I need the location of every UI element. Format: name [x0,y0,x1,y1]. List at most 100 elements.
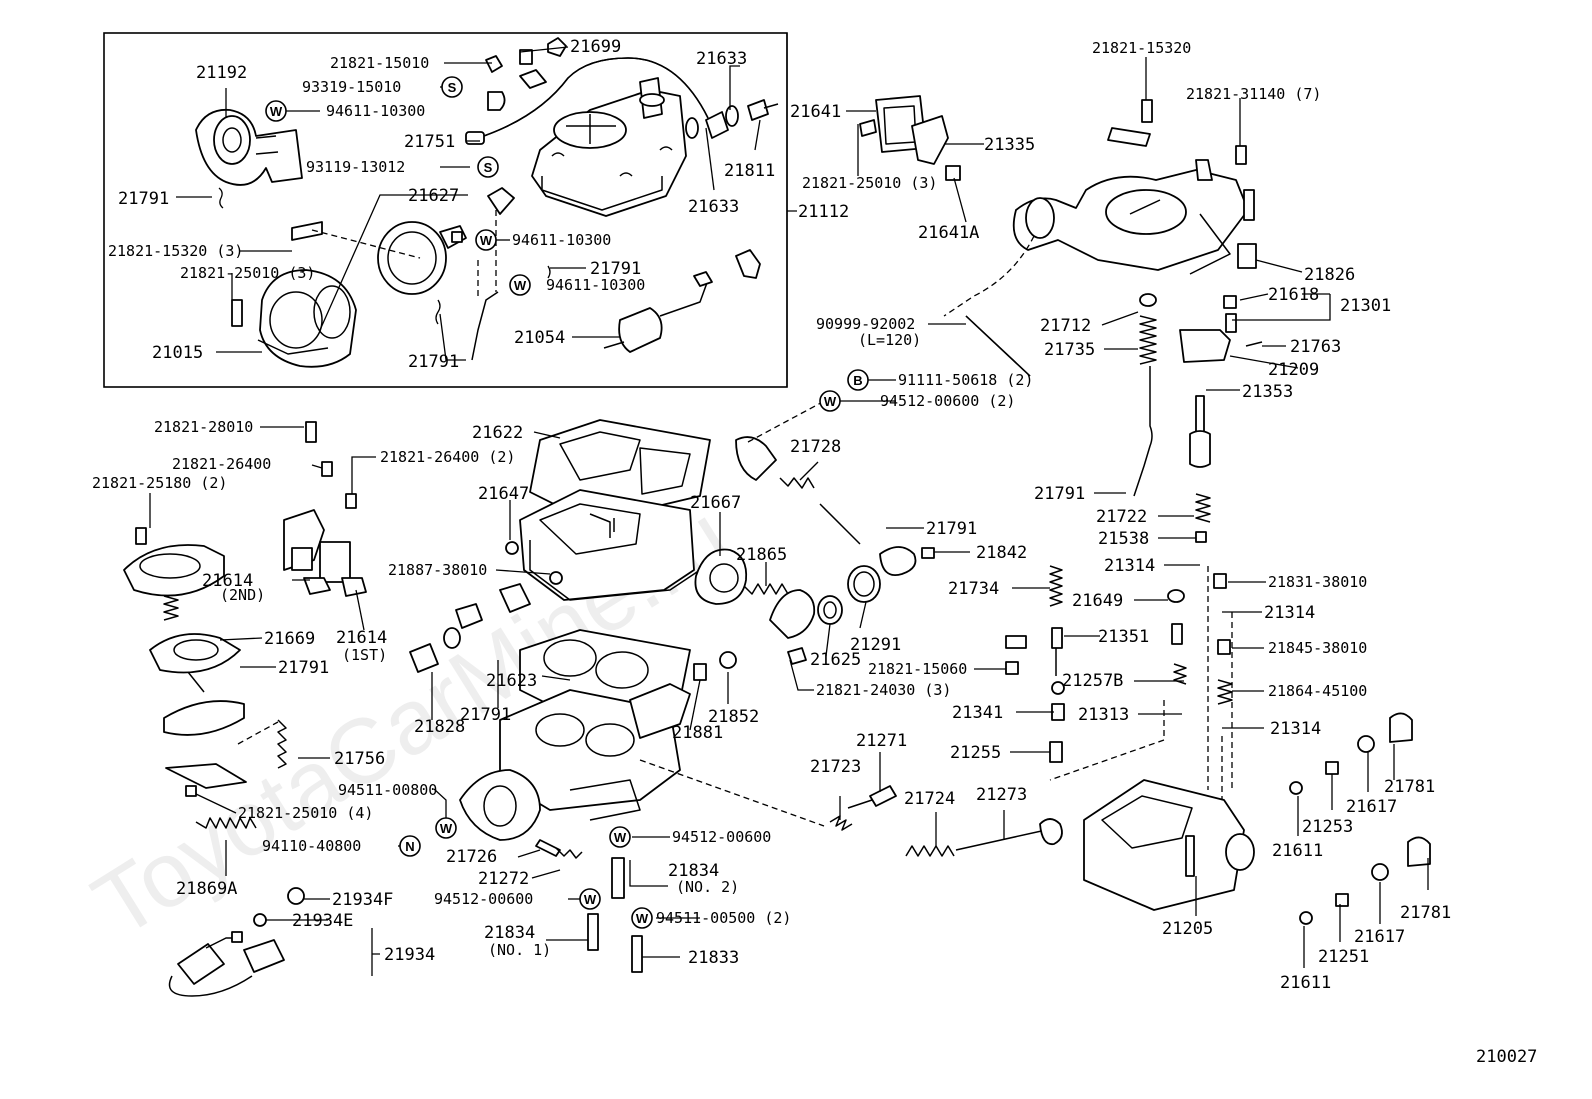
part-label: 21314 [1104,556,1155,576]
diagram-code: 210027 [1476,1047,1537,1067]
part-label: 21623 [486,671,537,691]
part-label: 21257B [1062,671,1123,691]
part-throttle-body-drawing [459,683,691,841]
part-label: 21253 [1302,817,1353,837]
part-label: 21726 [446,847,497,867]
part-label: 21015 [152,343,203,363]
part-label: 21712 [1040,316,1091,336]
badge-w: W [475,229,497,251]
part-label: 94611-10300 [546,276,645,294]
svg-text:N: N [405,839,414,854]
part-label: 21614 [336,628,387,648]
part-label: 21831-38010 [1268,573,1367,591]
part-label: 21869A [176,879,237,899]
part-label: (NO. 1) [488,941,551,959]
part-label: 21821-25010 (3) [802,174,937,192]
part-label: 94512-00600 [672,828,771,846]
part-label: 21618 [1268,285,1319,305]
svg-text:W: W [270,104,283,119]
leader-lines [149,33,1429,976]
part-label: (L=120) [858,331,921,349]
part-label: 21821-25010 (4) [238,804,373,822]
badge-s: S [477,156,499,178]
part-label: 21811 [724,161,775,181]
part-label: 21647 [478,484,529,504]
part-label: 21351 [1098,627,1149,647]
part-label: 21314 [1270,719,1321,739]
part-label: 21667 [690,493,741,513]
part-label: 21934E [292,911,353,931]
part-label: 21622 [472,423,523,443]
part-label: 21865 [736,545,787,565]
part-label: (NO. 2) [676,878,739,896]
part-label: 21617 [1346,797,1397,817]
part-label: 21301 [1340,296,1391,316]
part-label: 21633 [696,49,747,69]
part-label: 21641A [918,223,979,243]
part-label: 21341 [952,703,1003,723]
badge-w: W [631,907,653,929]
svg-text:W: W [514,278,527,293]
part-21112-drawing [531,77,687,217]
part-label: 21353 [1242,382,1293,402]
part-label: 21627 [408,186,459,206]
part-labels: 21192 21821-15010 93319-15010 94611-1030… [92,37,1451,993]
badge-s: S [441,76,463,98]
part-label: 21791 [460,705,511,725]
part-label: 21205 [1162,919,1213,939]
part-label: 21833 [688,948,739,968]
part-label: 21271 [856,731,907,751]
part-label: 21734 [948,579,999,599]
part-label: 94611-10300 [512,231,611,249]
badge-b: B [847,369,869,391]
part-airhorn-drawing [519,489,701,601]
part-label: 21821-25010 (3) [180,264,315,282]
part-label: 21724 [904,789,955,809]
part-label: 21821-15010 [330,54,429,72]
part-label: 21781 [1400,903,1451,923]
part-label: 91111-50618 (2) [898,371,1033,389]
part-label: 21834 [484,923,535,943]
part-lower-body-drawing [1083,779,1255,911]
part-label: (2ND) [220,586,265,604]
part-label: 21887-38010 [388,561,487,579]
part-label: 21649 [1072,591,1123,611]
badge-w: W [609,826,631,848]
badge-w: W [435,817,457,839]
svg-text:S: S [448,80,457,95]
part-label: 93319-15010 [302,78,401,96]
part-label: 21611 [1272,841,1323,861]
part-label: 21054 [514,328,565,348]
badge-w: W [509,274,531,296]
part-label: 94512-00600 [434,890,533,908]
part-label: 21881 [672,723,723,743]
part-label: 21821-15320 [1092,39,1191,57]
part-label: 94511-00500 (2) [656,909,791,927]
part-label: 21313 [1078,705,1129,725]
part-label: 21272 [478,869,529,889]
svg-text:W: W [584,892,597,907]
part-label: (1ST) [342,646,387,664]
part-label: 94511-00800 [338,781,437,799]
svg-text:S: S [484,160,493,175]
part-label: 21821-28010 [154,418,253,436]
part-label: 21699 [570,37,621,57]
part-label: 21735 [1044,340,1095,360]
part-label: 21614 [202,571,253,591]
part-label: 21845-38010 [1268,639,1367,657]
svg-text:W: W [824,394,837,409]
part-label: 21314 [1264,603,1315,623]
svg-text:W: W [480,233,493,248]
part-label: 21723 [810,757,861,777]
part-label: 21791 [118,189,169,209]
part-label: 21791 [408,352,459,372]
part-label: 21826 [1304,265,1355,285]
part-label: 93119-13012 [306,158,405,176]
part-label: 21751 [404,132,455,152]
part-label: 21828 [414,717,465,737]
part-21192-drawing [195,108,303,186]
part-label: 21821-24030 (3) [816,681,951,699]
part-label: 21791 [926,519,977,539]
part-label: 21864-45100 [1268,682,1367,700]
